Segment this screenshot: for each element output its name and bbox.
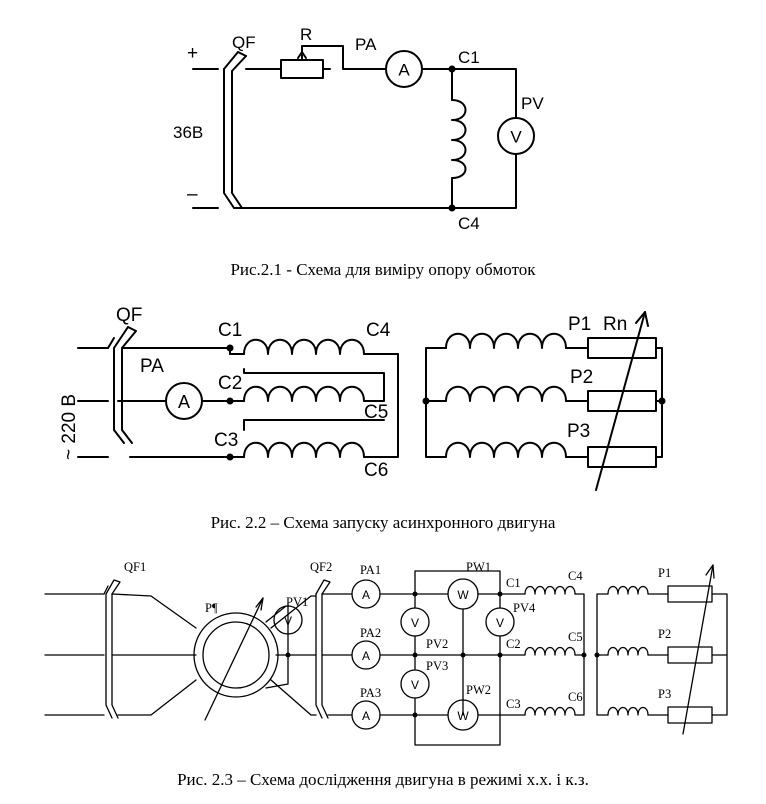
breaker-qf1-label: QF1 — [124, 560, 146, 574]
plus-sign: + — [187, 43, 198, 64]
voltmeter-pv2 — [400, 607, 430, 637]
minus-sign: – — [187, 184, 198, 205]
terminal-c1-label: C1 — [506, 576, 521, 590]
rotor-winding-2 — [607, 646, 649, 656]
terminal-c5-label: C5 — [364, 402, 388, 423]
winding-c2-c5 — [524, 646, 576, 656]
winding-c2-c5 — [243, 385, 365, 402]
induction-regulator-label: P¶ — [205, 601, 218, 615]
wattmeter-pw2-label: PW2 — [466, 683, 491, 697]
rheostat-r — [280, 59, 324, 79]
rheostat-p1 — [667, 585, 713, 603]
rheostat-r-label: R — [300, 25, 312, 44]
rheostat-rn-label: Rn — [603, 314, 627, 335]
voltmeter-pv1-label: PV1 — [286, 595, 308, 609]
rheostat-p1-label: P1 — [658, 566, 671, 580]
voltmeter-pv4-symbol: V — [496, 616, 504, 630]
terminal-c4-label: C4 — [458, 214, 480, 233]
wattmeter-pw2-symbol: W — [457, 709, 469, 723]
voltmeter-pv2-label: PV2 — [426, 637, 448, 651]
terminal-c5-label: C5 — [568, 630, 583, 644]
terminal-c3-label: C3 — [214, 430, 238, 451]
caption-figure-2-1: Рис.2.1 - Схема для виміру опору обмоток — [230, 260, 536, 279]
voltmeter-pv4-label: PV4 — [513, 601, 536, 615]
ammeter-symbol: A — [398, 61, 410, 80]
terminal-c2-label: C2 — [218, 373, 242, 394]
terminal-c2-label: C2 — [506, 637, 521, 651]
voltmeter-pv1-symbol: V — [284, 614, 292, 628]
rotor-winding-2 — [445, 385, 567, 402]
rotor-winding-3 — [607, 706, 649, 716]
ammeter-pa3-label: PA3 — [360, 686, 381, 700]
voltmeter-pv1 — [273, 605, 303, 635]
terminal-c1-label: C1 — [458, 48, 480, 67]
wattmeter-pw1-symbol: W — [457, 588, 469, 602]
rheostat-p3 — [667, 706, 713, 724]
voltmeter-pv3-label: PV3 — [426, 659, 448, 673]
breaker-qf-label: QF — [116, 305, 142, 326]
induction-regulator-inner — [202, 621, 270, 689]
wattmeter-pw1-label: PW1 — [466, 560, 491, 574]
terminal-c6-label: C6 — [364, 460, 388, 481]
voltmeter-pv3 — [400, 669, 430, 699]
voltmeter-symbol: V — [510, 128, 522, 147]
winding-c1-c4 — [243, 338, 365, 355]
winding-c1-c4 — [524, 585, 576, 595]
supply-voltage: ~ 220 В — [59, 394, 80, 460]
terminal-c1-label: C1 — [218, 320, 242, 341]
rheostat-p2-label: P2 — [658, 627, 671, 641]
terminal-c4-label: C4 — [568, 569, 583, 583]
voltmeter-pv3-symbol: V — [411, 678, 419, 692]
ammeter-pa-label: PA — [140, 356, 164, 377]
rotor-winding-1 — [607, 585, 649, 595]
ammeter-pa2-label: PA2 — [360, 626, 381, 640]
voltmeter-pv2-symbol: V — [411, 616, 419, 630]
figure-2-3: QF1 QF2 P¶ PV1 PA1 PA2 PA3 PV2 PV3 PW1 P… — [44, 560, 728, 789]
rotor-winding-3 — [445, 441, 567, 458]
caption-figure-2-3: Рис. 2.3 – Схема дослідження двигуна в р… — [177, 770, 589, 789]
ammeter-pa3-symbol: A — [362, 709, 370, 723]
figure-2-1: + – 36В QF R PA C1 PV C4 A V Рис.2.1 - С… — [173, 25, 544, 279]
rheostat-p1-label: P1 — [568, 314, 591, 335]
winding-c3-c6 — [524, 706, 576, 716]
ammeter-pa — [165, 382, 203, 420]
rheostat-p3-label: P3 — [567, 421, 590, 442]
rheostat-p2 — [667, 646, 713, 664]
breaker-qf-label: QF — [232, 33, 256, 52]
voltmeter-pv — [497, 117, 535, 155]
rheostat-p1 — [587, 337, 657, 359]
rotor-winding-1 — [445, 332, 567, 349]
terminal-c4-label: C4 — [366, 320, 391, 341]
supply-voltage: 36В — [173, 123, 203, 142]
winding-c3-c6 — [243, 441, 365, 458]
voltmeter-pv4 — [485, 607, 515, 637]
rheostat-p3 — [587, 446, 657, 468]
ammeter-pa1-symbol: A — [362, 588, 370, 602]
figure-2-2: QF PA A ~ 220 В C1 C2 C3 C4 C5 C6 P1 Rn … — [59, 305, 666, 532]
caption-figure-2-2: Рис. 2.2 – Схема запуску асинхронного дв… — [211, 513, 556, 532]
ammeter-symbol: A — [178, 392, 190, 412]
ammeter-pa-label: PA — [355, 35, 377, 54]
breaker-qf2-label: QF2 — [310, 560, 332, 574]
rheostat-p2-label: P2 — [570, 367, 593, 388]
terminal-c3-label: C3 — [506, 697, 521, 711]
terminal-c6-label: C6 — [568, 690, 583, 704]
ammeter-pa1-label: PA1 — [360, 563, 381, 577]
voltmeter-pv-label: PV — [521, 94, 544, 113]
winding-c1-c4 — [451, 99, 467, 179]
rheostat-p3-label: P3 — [658, 687, 671, 701]
ammeter-pa2-symbol: A — [362, 649, 370, 663]
